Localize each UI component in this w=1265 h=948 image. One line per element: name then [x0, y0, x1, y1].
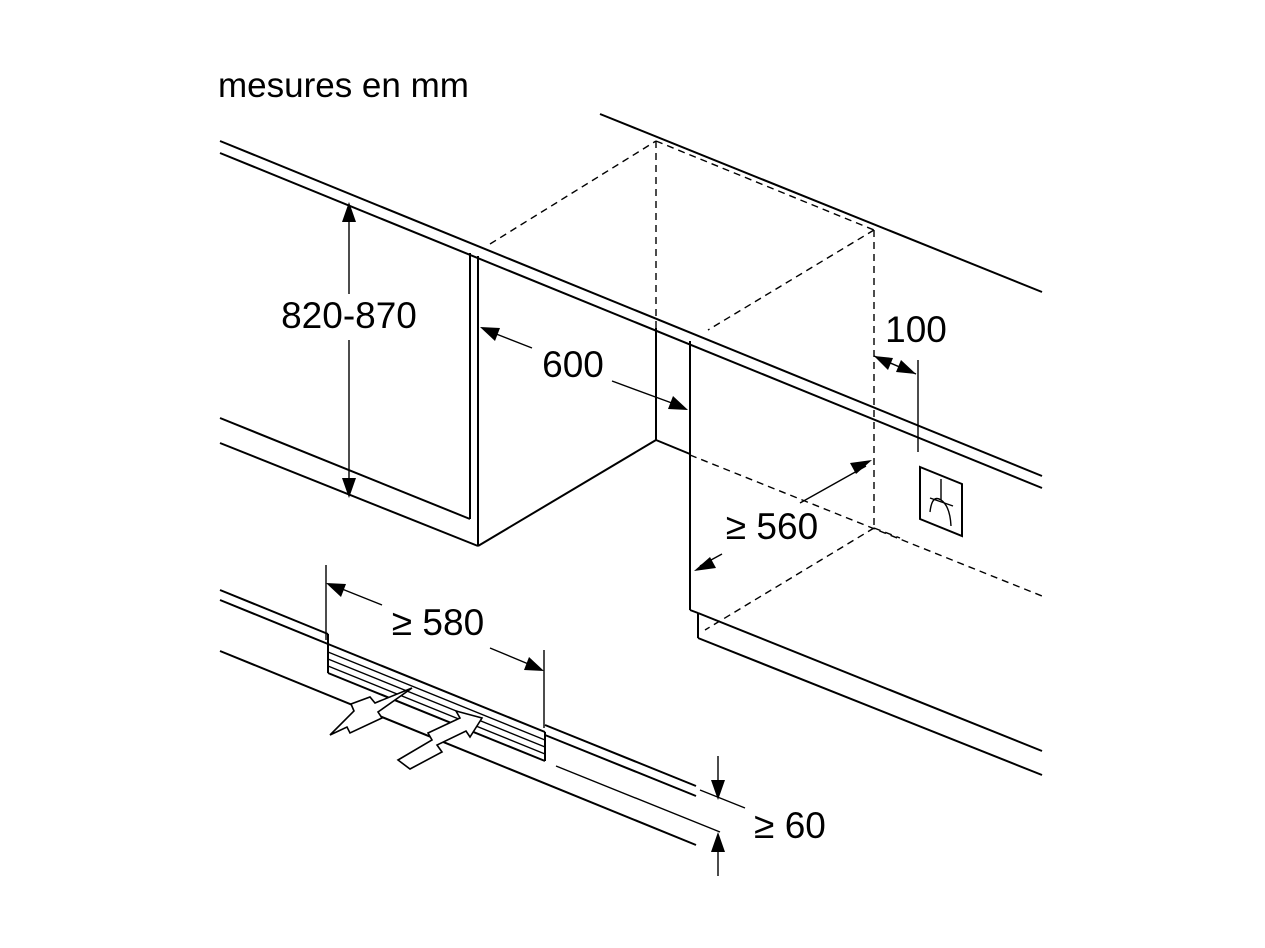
vent-width-label: ≥ 580: [392, 602, 484, 643]
appliance-outline: [489, 140, 1043, 631]
depth-label: ≥ 560: [726, 506, 818, 547]
electrical-socket-icon: [919, 465, 963, 538]
vent-width-dimension: [325, 565, 545, 728]
vent-grille: [327, 643, 546, 762]
rear-gap-dimension: [873, 355, 919, 452]
plinth-height-label: ≥ 60: [754, 805, 826, 846]
air-inflow-arrow-icon: [396, 709, 484, 770]
height-dimension: [272, 202, 426, 498]
rear-gap-label: 100: [885, 309, 947, 350]
plinth-height-dimension: [699, 756, 746, 876]
niche-walls: [655, 328, 1043, 776]
width-dimension: [480, 327, 688, 410]
depth-dimension: [694, 460, 872, 571]
units-note: mesures en mm: [218, 66, 469, 105]
height-label: 820-870: [281, 295, 417, 336]
worktop: [219, 113, 1043, 489]
width-label: 600: [542, 344, 604, 385]
plinth: [219, 589, 721, 846]
air-outflow-arrow-icon: [329, 687, 413, 736]
